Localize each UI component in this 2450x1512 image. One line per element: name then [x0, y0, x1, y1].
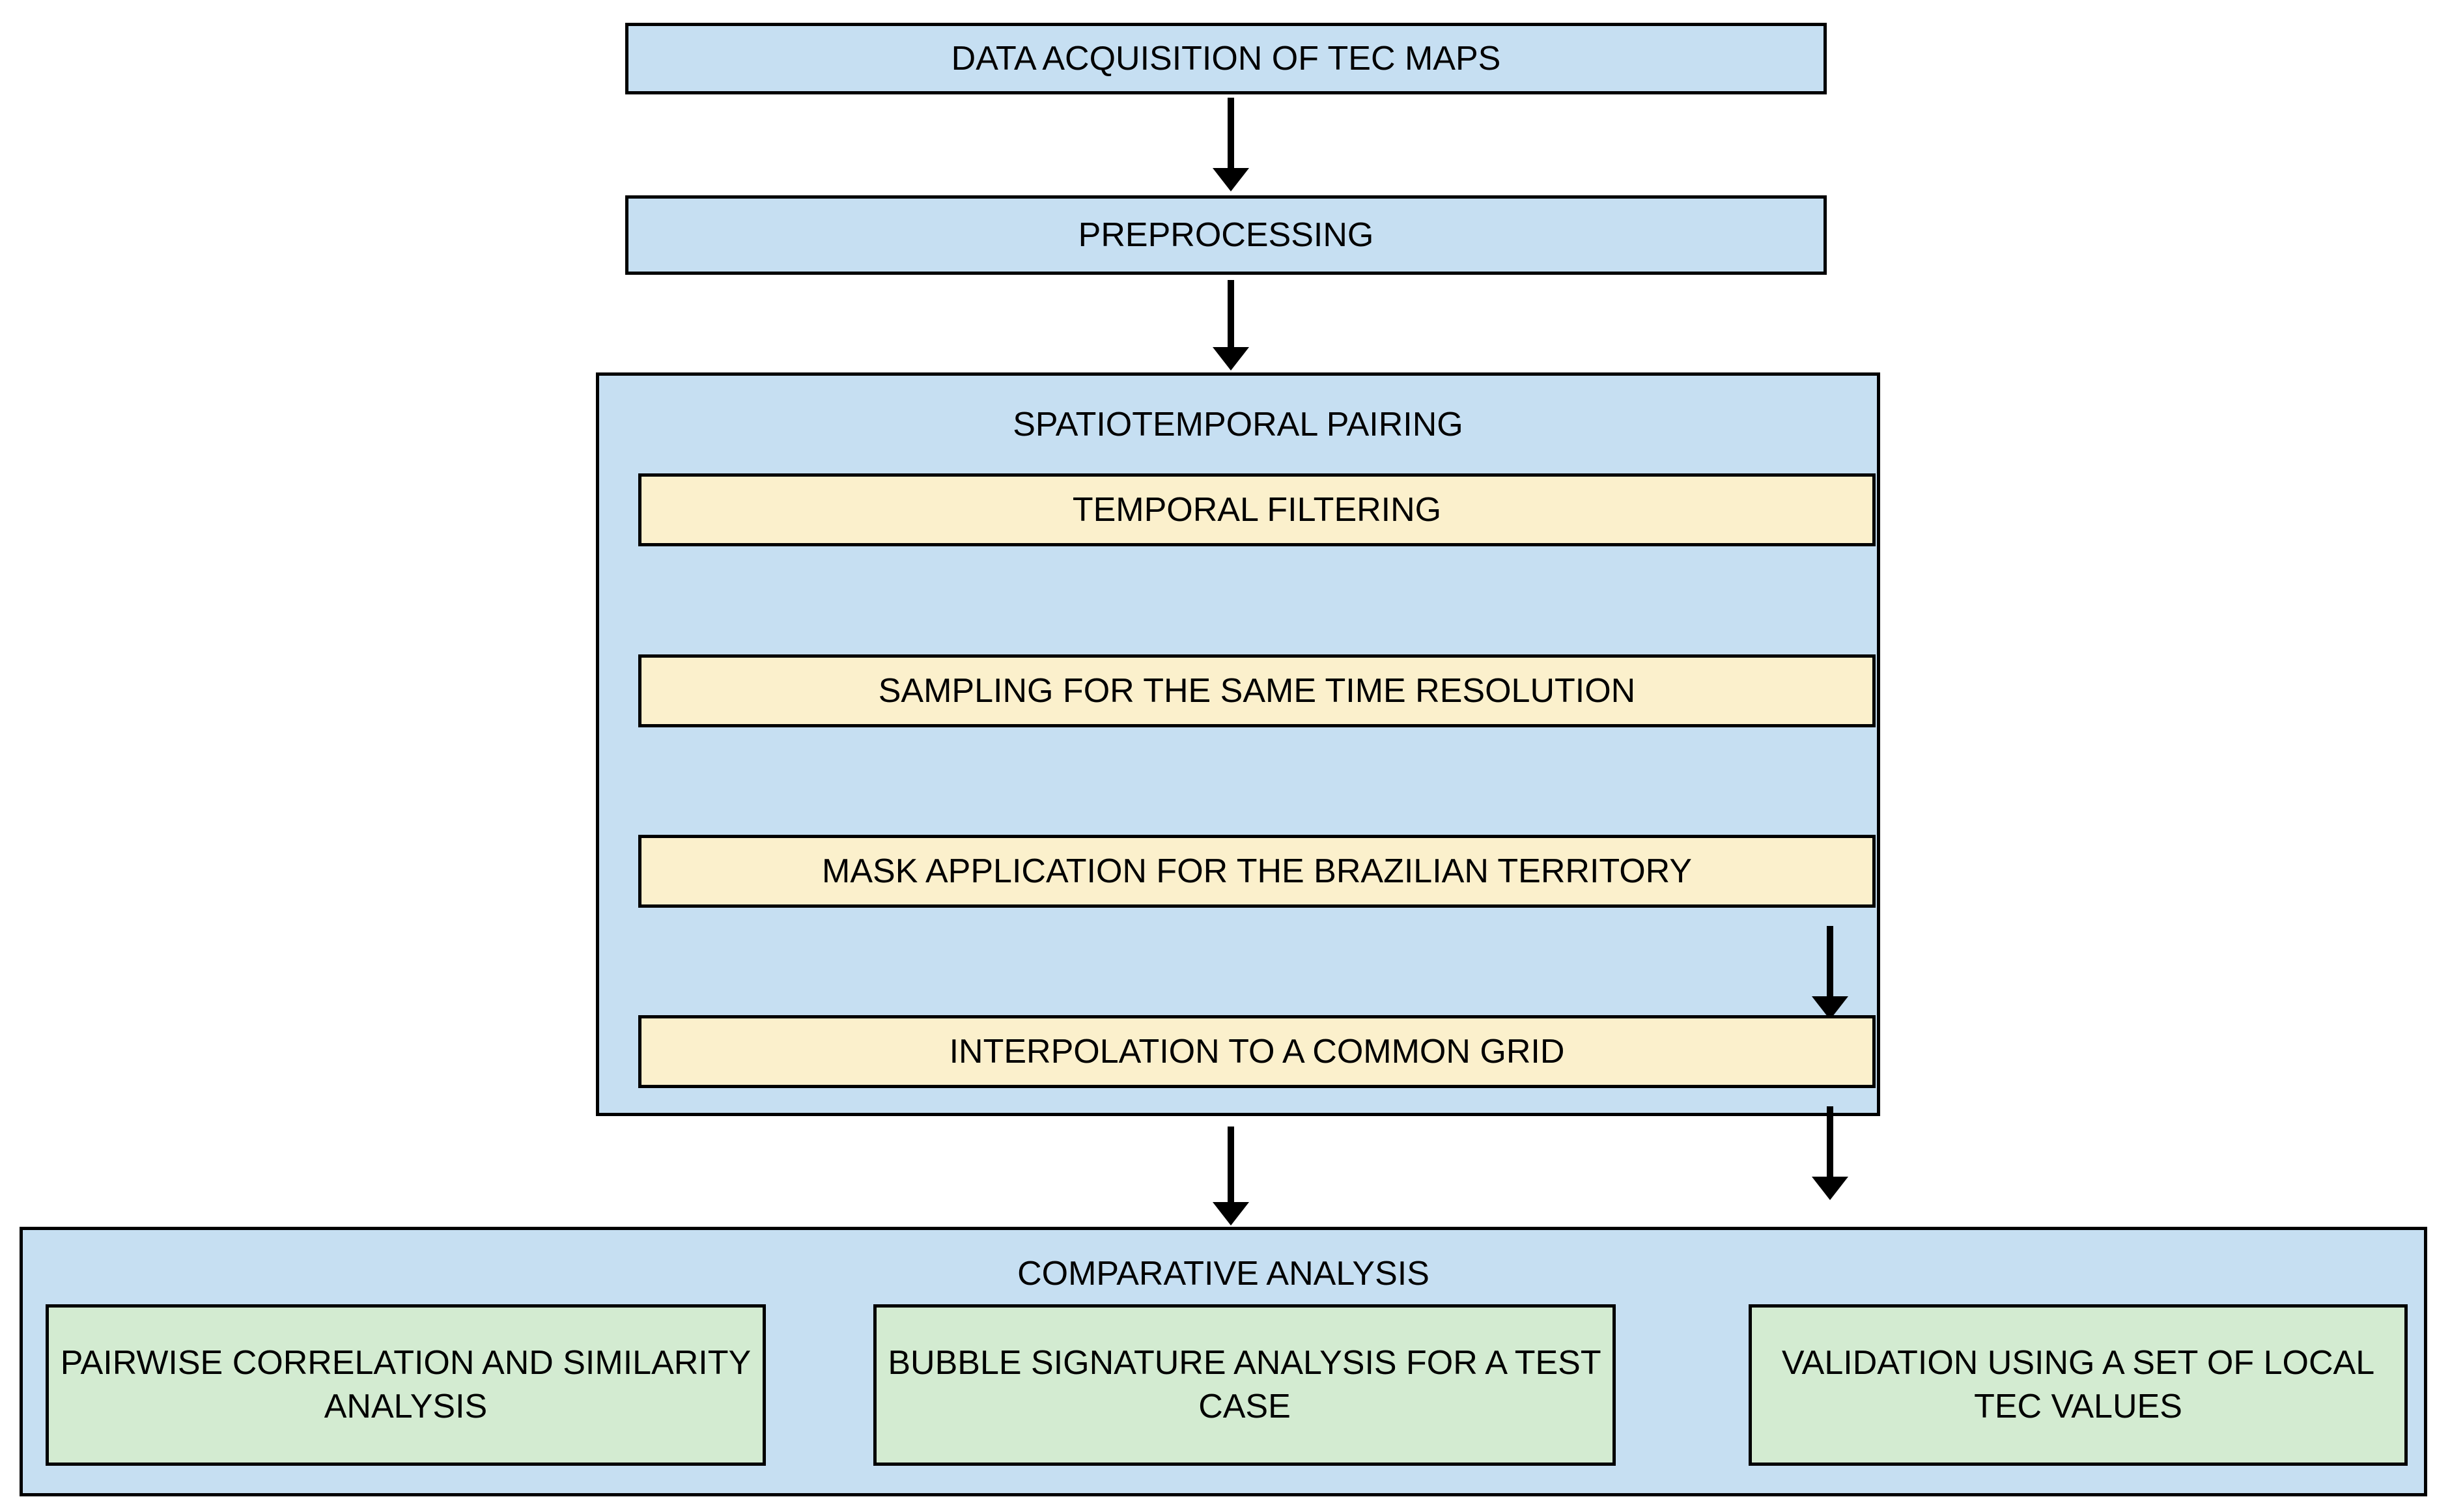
group-comparative-analysis-title: COMPARATIVE ANALYSIS [1017, 1255, 1429, 1293]
node-temporal-filtering[interactable]: TEMPORAL FILTERING [638, 473, 1876, 546]
node-preprocessing-label: PREPROCESSING [1078, 216, 1374, 254]
node-bubble-signature-analysis-test-case[interactable]: BUBBLE SIGNATURE ANALYSIS FOR A TEST CAS… [873, 1304, 1616, 1466]
node-validation-local-tec-values[interactable]: VALIDATION USING A SET OF LOCAL TEC VALU… [1749, 1304, 2408, 1466]
node-preprocessing[interactable]: PREPROCESSING [625, 195, 1827, 275]
node-bubble-signature-analysis-test-case-label: BUBBLE SIGNATURE ANALYSIS FOR A TEST CAS… [888, 1344, 1601, 1425]
node-sampling-for-same-time-resolution-label: SAMPLING FOR THE SAME TIME RESOLUTION [878, 671, 1636, 710]
arrow-sampling-to-mask-application [1827, 1106, 1833, 1178]
node-interpolation-to-common-grid-label: INTERPOLATION TO A COMMON GRID [949, 1032, 1565, 1071]
node-data-acquisition-label: DATA ACQUISITION OF TEC MAPS [951, 39, 1501, 77]
node-validation-local-tec-values-label: VALIDATION USING A SET OF LOCAL TEC VALU… [1781, 1344, 2375, 1425]
arrow-temporal-filtering-to-sampling [1827, 926, 1833, 998]
node-pairwise-correlation-similarity-analysis-label: PAIRWISE CORRELATION AND SIMILARITY ANAL… [60, 1344, 752, 1425]
node-pairwise-correlation-similarity-analysis[interactable]: PAIRWISE CORRELATION AND SIMILARITY ANAL… [46, 1304, 766, 1466]
arrow-spatiotemporal-pairing-to-comparative-analysis [1228, 1127, 1234, 1203]
node-sampling-for-same-time-resolution[interactable]: SAMPLING FOR THE SAME TIME RESOLUTION [638, 654, 1876, 727]
node-mask-application-brazilian-territory-label: MASK APPLICATION FOR THE BRAZILIAN TERRI… [822, 852, 1692, 890]
group-spatiotemporal-pairing[interactable]: SPATIOTEMPORAL PAIRING TEMPORAL FILTERIN… [596, 372, 1880, 1359]
group-spatiotemporal-pairing-title: SPATIOTEMPORAL PAIRING [1013, 406, 1463, 443]
node-mask-application-brazilian-territory[interactable]: MASK APPLICATION FOR THE BRAZILIAN TERRI… [638, 835, 1876, 908]
node-interpolation-to-common-grid[interactable]: INTERPOLATION TO A COMMON GRID [638, 1015, 1876, 1088]
arrow-acquisition-to-preprocessing [1228, 98, 1234, 169]
arrow-preprocessing-to-spatiotemporal-pairing [1228, 280, 1234, 348]
node-temporal-filtering-label: TEMPORAL FILTERING [1072, 490, 1442, 529]
group-comparative-analysis[interactable]: COMPARATIVE ANALYSIS PAIRWISE CORRELATIO… [20, 1227, 2427, 1496]
node-data-acquisition[interactable]: DATA ACQUISITION OF TEC MAPS [625, 23, 1827, 94]
